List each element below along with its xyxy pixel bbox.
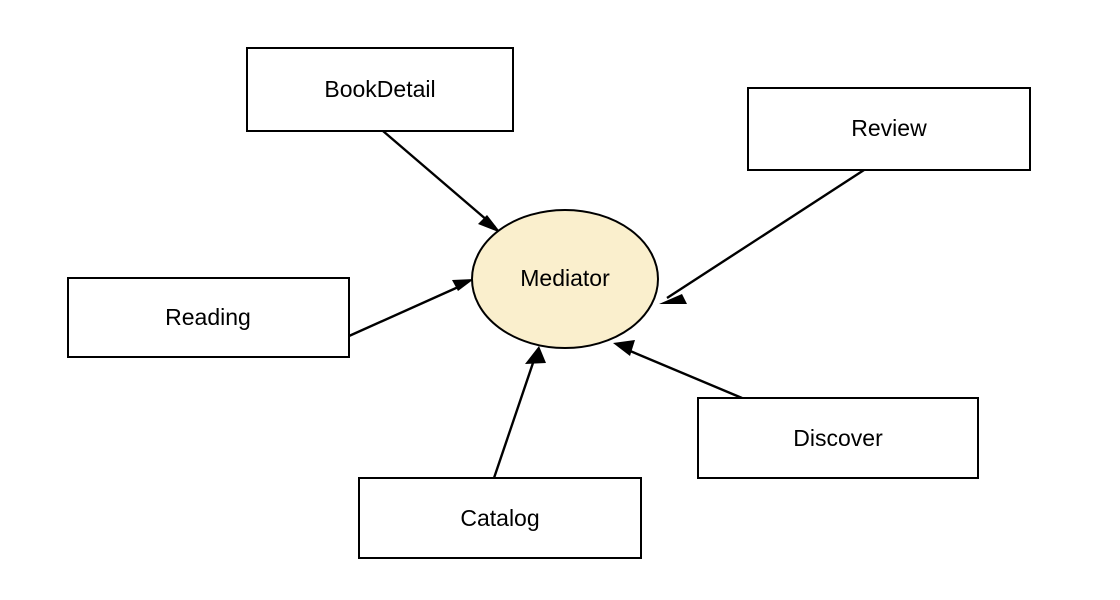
arrowhead-icon [659,294,687,304]
node-catalog[interactable]: Catalog [358,477,642,559]
edge-reading-to-mediator[interactable] [348,279,474,338]
node-label: Catalog [460,505,539,531]
node-discover[interactable]: Discover [697,397,979,479]
arrowhead-icon [525,346,546,364]
edge-bookdetail-to-mediator[interactable] [382,130,501,233]
arrowhead-icon [478,215,501,233]
node-box [747,87,1031,171]
mediator-label: Mediator [520,265,610,291]
node-box [67,277,350,358]
edge-line [622,346,743,400]
edge-review-to-mediator[interactable] [659,168,865,304]
node-box [358,477,642,559]
node-label: Reading [165,304,251,330]
edge-line [666,168,865,300]
edge-line [492,356,537,479]
node-reading[interactable]: Reading [67,277,350,358]
node-box [246,47,514,132]
edge-line [382,130,496,228]
node-label: Review [851,115,927,141]
edge-line [348,282,466,338]
node-bookdetail[interactable]: BookDetail [246,47,514,132]
node-review[interactable]: Review [747,87,1031,171]
node-box [697,397,979,479]
arrowhead-icon [452,279,474,291]
node-mediator[interactable]: Mediator [471,209,659,349]
node-label: Discover [793,425,883,451]
edge-layer [348,130,865,479]
mediator-ellipse [471,209,659,349]
edge-catalog-to-mediator[interactable] [492,346,546,479]
node-label: BookDetail [324,76,435,102]
edge-discover-to-mediator[interactable] [613,340,743,400]
arrowhead-icon [613,340,635,356]
